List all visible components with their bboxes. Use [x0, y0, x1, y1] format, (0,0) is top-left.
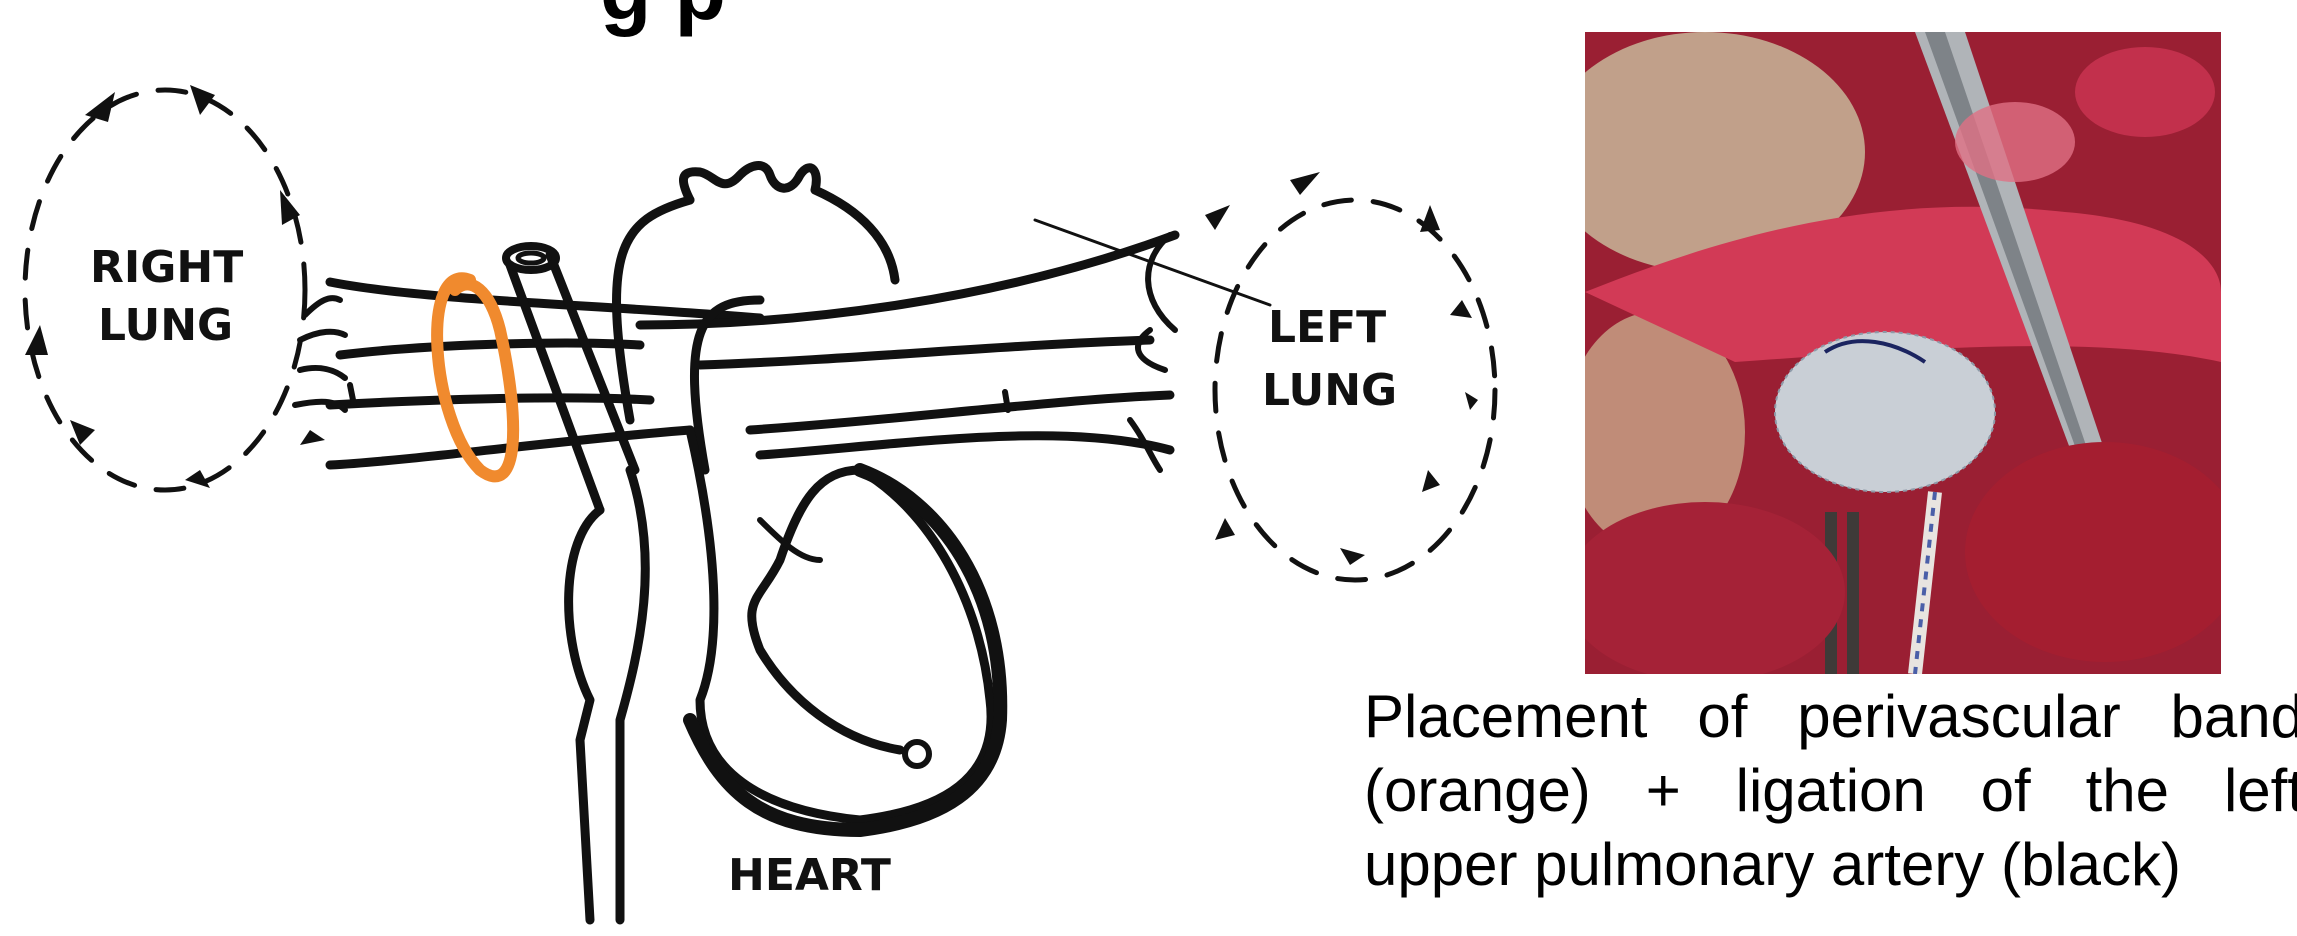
right-lung-label-line1: RIGHT	[90, 242, 243, 293]
heart-label: HEART	[728, 850, 891, 901]
caption-line-1: Placement of perivascular band	[1364, 680, 2297, 754]
circulation-diagram: RIGHT LUNG LEFT LUNG HEART	[0, 0, 1520, 936]
heart-outline	[569, 430, 1001, 920]
left-lung-label-line2: LUNG	[1262, 365, 1397, 416]
left-lung-label-line1: LEFT	[1268, 302, 1386, 353]
left-pulmonary-vessels	[640, 235, 1175, 470]
caption-line-3: upper pulmonary artery (black)	[1364, 828, 2297, 902]
caption-line-2: (orange) + ligation of the left	[1364, 754, 2297, 828]
figure-caption: Placement of perivascular band (orange) …	[1364, 680, 2297, 902]
surgical-photo	[1585, 32, 2221, 674]
right-lung-label-line2: LUNG	[98, 300, 233, 351]
